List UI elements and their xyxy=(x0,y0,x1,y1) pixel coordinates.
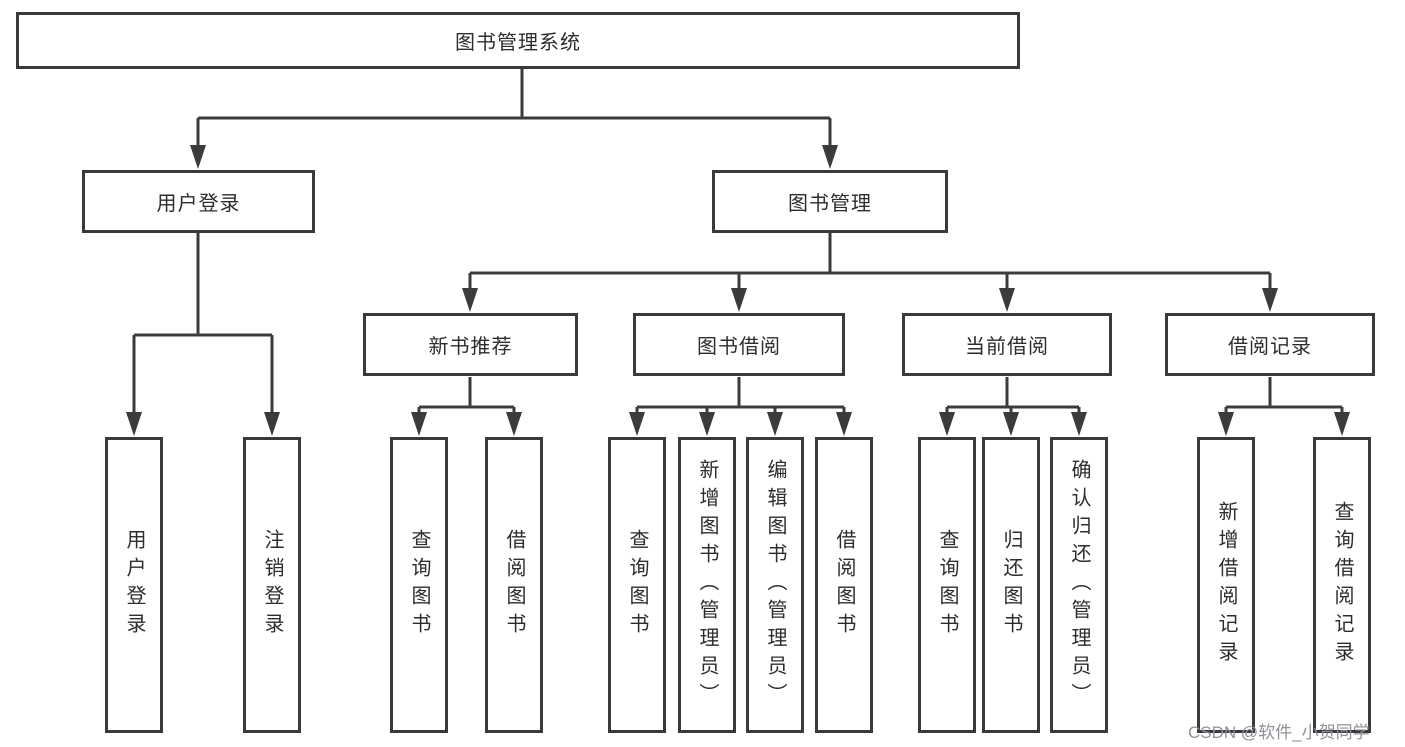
csdn-watermark: CSDN @软件_小贺同学 xyxy=(1188,723,1370,742)
node-book-management-label: 图书管理 xyxy=(788,193,872,215)
leaf-add-borrow-record: 新增借阅记录 xyxy=(1197,437,1255,733)
node-user-login-label: 用户登录 xyxy=(156,193,241,215)
leaf-logout-login-label: 注销登录 xyxy=(261,529,283,641)
node-book-borrowing-label: 图书借阅 xyxy=(697,336,781,358)
node-new-book-recommend-label: 新书推荐 xyxy=(428,336,513,358)
leaf-query-books-borrow-label: 查询图书 xyxy=(626,529,648,641)
node-user-login: 用户登录 xyxy=(82,170,315,233)
leaf-add-books-admin-label: 新增图书（管理员） xyxy=(696,459,718,711)
arrowheads xyxy=(126,145,1350,436)
leaf-confirm-return-admin-label: 确认归还（管理员） xyxy=(1068,459,1090,711)
leaf-borrow-books-recommend-label: 借阅图书 xyxy=(503,529,525,641)
node-library-system: 图书管理系统 xyxy=(16,12,1020,69)
leaf-return-books-label: 归还图书 xyxy=(1000,529,1022,641)
node-new-book-recommend: 新书推荐 xyxy=(363,313,578,376)
leaf-add-borrow-record-label: 新增借阅记录 xyxy=(1215,501,1237,669)
node-current-borrowing-label: 当前借阅 xyxy=(965,336,1049,358)
leaf-return-books: 归还图书 xyxy=(982,437,1040,733)
leaf-query-books-current-label: 查询图书 xyxy=(936,529,958,641)
leaf-edit-books-admin-label: 编辑图书（管理员） xyxy=(764,459,786,711)
leaf-confirm-return-admin: 确认归还（管理员） xyxy=(1050,437,1108,733)
node-current-borrowing: 当前借阅 xyxy=(902,313,1112,376)
leaf-add-books-admin: 新增图书（管理员） xyxy=(678,437,736,733)
leaf-user-login-label: 用户登录 xyxy=(123,529,145,641)
leaf-query-books-current: 查询图书 xyxy=(918,437,976,733)
leaf-borrow-books-label: 借阅图书 xyxy=(833,529,855,641)
leaf-query-books-recommend-label: 查询图书 xyxy=(408,529,430,641)
leaf-borrow-books: 借阅图书 xyxy=(815,437,873,733)
node-borrowing-records-label: 借阅记录 xyxy=(1228,336,1312,358)
node-book-borrowing: 图书借阅 xyxy=(633,313,845,376)
leaf-query-books-borrow: 查询图书 xyxy=(608,437,666,733)
leaf-query-borrow-record-label: 查询借阅记录 xyxy=(1331,501,1353,669)
leaf-user-login: 用户登录 xyxy=(105,437,163,733)
leaf-query-borrow-record: 查询借阅记录 xyxy=(1313,437,1371,733)
node-book-management: 图书管理 xyxy=(712,170,948,233)
node-library-system-label: 图书管理系统 xyxy=(455,32,581,54)
leaf-logout-login: 注销登录 xyxy=(243,437,301,733)
leaf-edit-books-admin: 编辑图书（管理员） xyxy=(746,437,804,733)
leaf-borrow-books-recommend: 借阅图书 xyxy=(485,437,543,733)
leaf-query-books-recommend: 查询图书 xyxy=(390,437,448,733)
node-borrowing-records: 借阅记录 xyxy=(1165,313,1375,376)
